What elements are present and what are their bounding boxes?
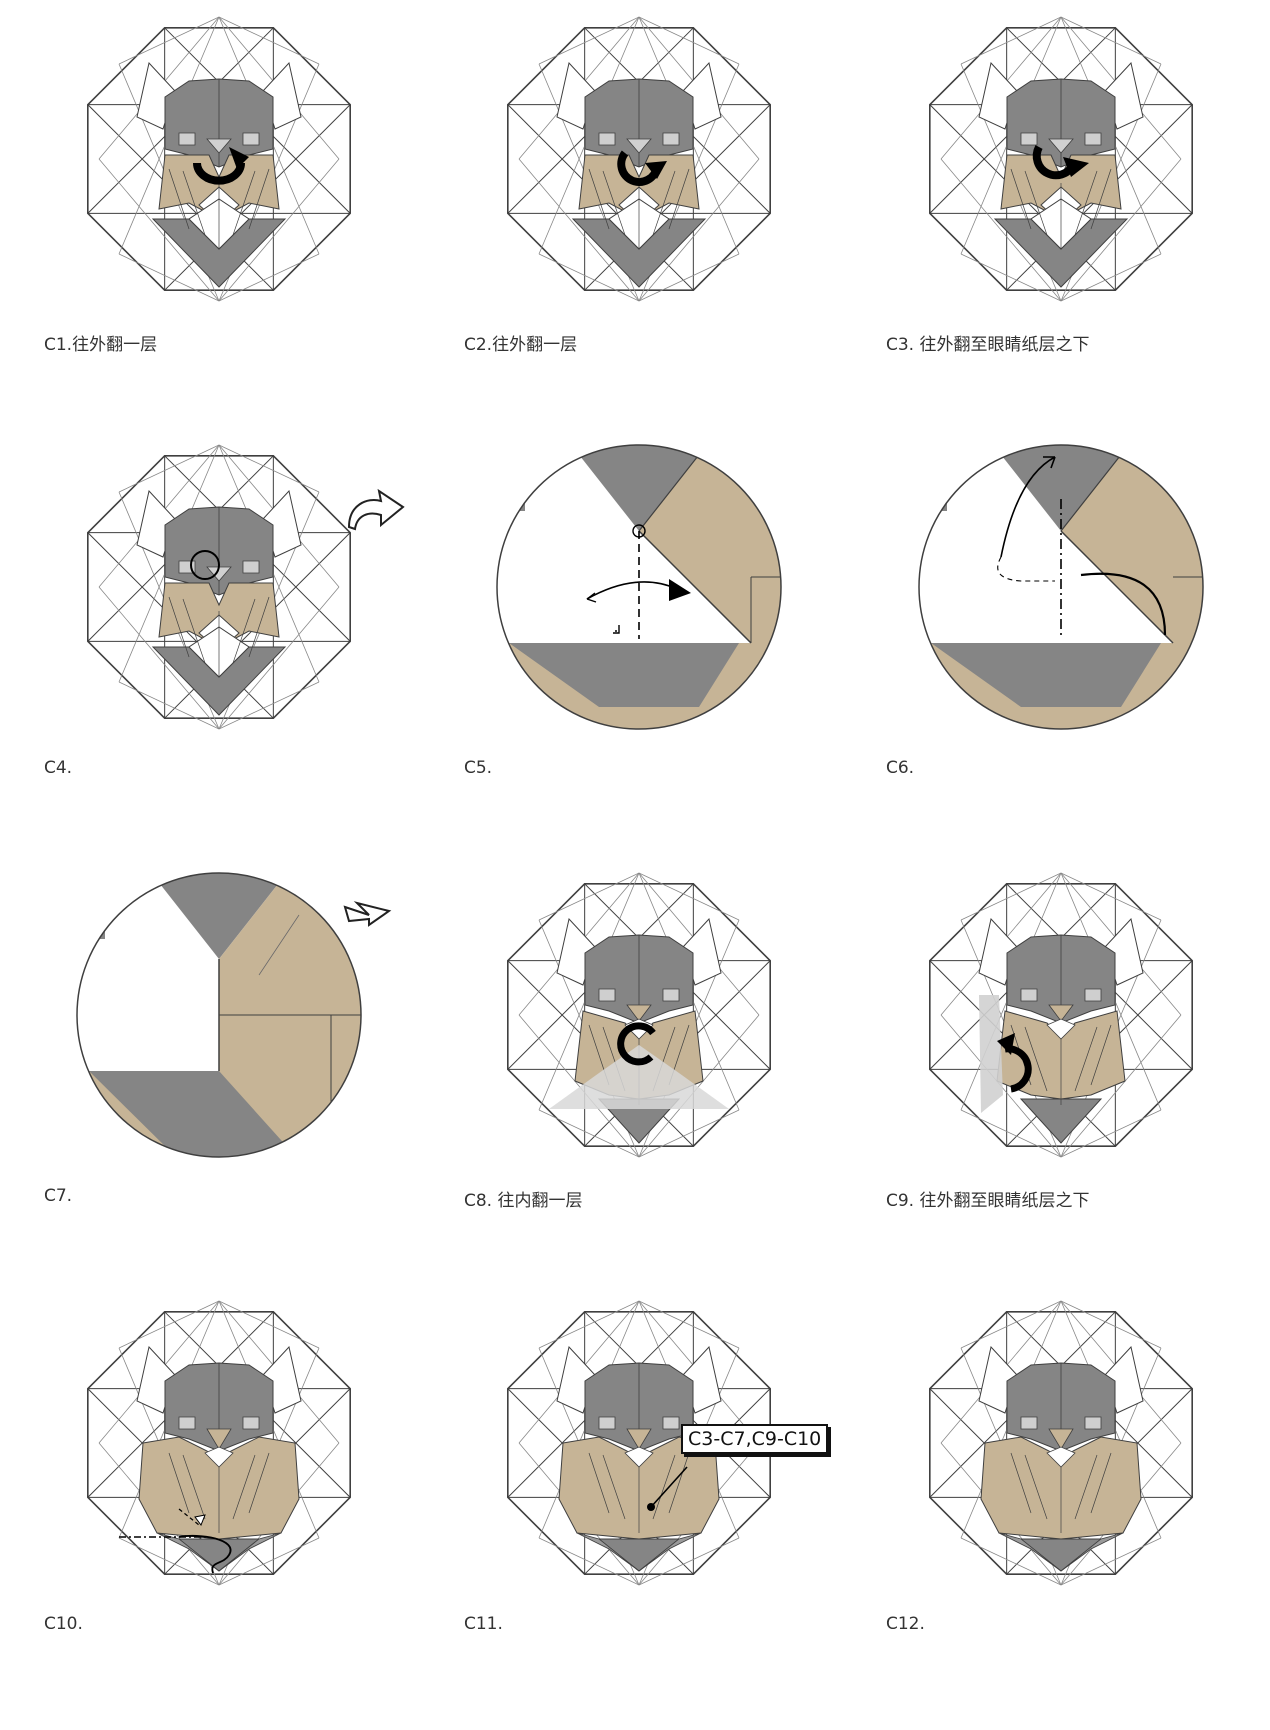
valley-fold-arrow-icon xyxy=(586,581,678,600)
zoom-circle-icon xyxy=(190,550,220,580)
step-caption: C4. xyxy=(44,758,73,778)
step-caption: C11. xyxy=(464,1614,503,1634)
step-caption: C6. xyxy=(886,758,915,778)
origami-model-diagram xyxy=(929,1300,1193,1586)
step-c8 xyxy=(494,870,784,1160)
step-c1 xyxy=(74,14,364,304)
step-c5 xyxy=(494,442,784,732)
step-c4 xyxy=(74,442,405,732)
step-c6 xyxy=(916,442,1206,732)
zoomed-detail-diagram xyxy=(76,872,362,1158)
step-c11 xyxy=(494,1298,784,1588)
step-caption: C12. xyxy=(886,1614,925,1634)
rotate-arrow-icon xyxy=(617,1022,656,1066)
step-caption: C7. xyxy=(44,1186,73,1206)
origami-model-diagram xyxy=(507,16,771,302)
step-caption: C9. 往外翻至眼睛纸层之下 xyxy=(886,1191,1090,1211)
step-c9 xyxy=(916,870,1206,1160)
step-c10 xyxy=(74,1298,364,1588)
step-c7 xyxy=(74,870,392,1160)
layer-highlight xyxy=(549,1045,729,1109)
origami-model-diagram xyxy=(87,444,351,730)
step-c3 xyxy=(916,14,1206,304)
rotate-arrow-icon xyxy=(1032,145,1089,180)
origami-model-diagram xyxy=(87,16,351,302)
step-caption: C3. 往外翻至眼睛纸层之下 xyxy=(886,335,1090,355)
callout-icon xyxy=(647,1466,688,1511)
rotate-arrow-icon xyxy=(997,1033,1032,1093)
step-reference-callout: C3-C7,C9-C10 xyxy=(681,1424,829,1454)
rotate-arrow-icon xyxy=(193,147,249,185)
step-c2 xyxy=(494,14,784,304)
zoomed-detail-diagram xyxy=(496,444,782,730)
zoom-out-arrow-icon xyxy=(343,901,392,927)
origami-model-diagram xyxy=(929,16,1193,302)
step-c12 xyxy=(916,1298,1206,1588)
zoomed-detail-diagram xyxy=(918,444,1204,730)
step-caption: C2.往外翻一层 xyxy=(464,335,578,355)
fold-arrow-icon xyxy=(119,1508,232,1574)
step-caption: C10. xyxy=(44,1614,83,1634)
step-caption: C5. xyxy=(464,758,493,778)
step-caption: C1.往外翻一层 xyxy=(44,335,158,355)
step-caption: C8. 往内翻一层 xyxy=(464,1191,583,1211)
layer-highlight xyxy=(979,995,1003,1113)
origami-model-diagram xyxy=(87,1300,351,1586)
zoom-in-arrow-icon xyxy=(347,488,405,531)
origami-model-diagram xyxy=(507,1300,771,1586)
rotate-arrow-icon xyxy=(617,150,667,186)
squash-fold-arrow-icon xyxy=(1000,456,1056,558)
